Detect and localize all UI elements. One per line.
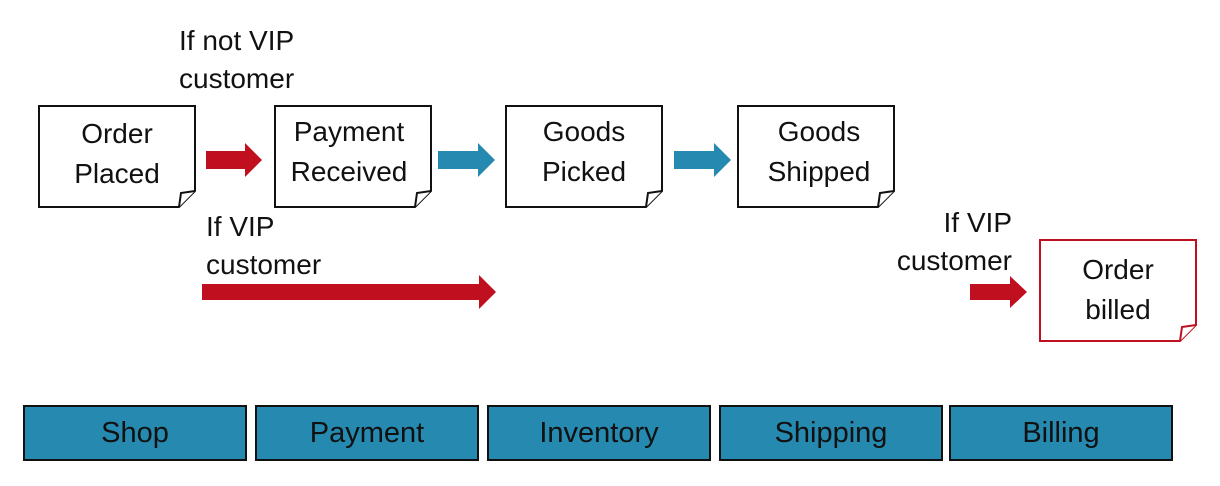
step-line2: Placed	[74, 158, 160, 189]
condition-line2: customer	[896, 245, 1012, 276]
step-goods-picked: Goods Picked	[506, 112, 662, 192]
arrow-vip-billing	[970, 276, 1027, 308]
lane-inventory: Inventory	[487, 405, 711, 461]
condition-line1: If not VIP	[179, 25, 295, 56]
condition-line1: If VIP	[206, 211, 275, 242]
lane-label: Shop	[101, 416, 169, 449]
lane-billing: Billing	[949, 405, 1173, 461]
lane-shipping: Shipping	[719, 405, 943, 461]
arrow-payment-to-picked	[438, 143, 495, 177]
arrow-not-vip	[206, 143, 262, 177]
condition-line2: customer	[179, 63, 295, 94]
lane-payment: Payment	[255, 405, 479, 461]
lane-label: Billing	[1022, 416, 1100, 449]
note-order-placed	[38, 105, 196, 208]
step-line2: Shipped	[767, 156, 871, 187]
condition-line2: customer	[206, 249, 322, 280]
note-order-billed	[1039, 239, 1197, 342]
step-order-billed: Order billed	[1040, 250, 1196, 330]
step-payment-received: Payment Received	[271, 112, 427, 192]
step-goods-shipped: Goods Shipped	[741, 112, 897, 192]
lane-label: Payment	[309, 416, 425, 449]
condition-line1: If VIP	[943, 207, 1012, 238]
step-line1: Order	[81, 118, 153, 149]
arrow-vip-skip	[202, 275, 496, 309]
note-goods-picked	[505, 105, 663, 208]
step-line1: Goods	[777, 116, 861, 147]
lane-label: Shipping	[774, 416, 888, 449]
condition-vip-left: If VIP customer	[206, 208, 321, 284]
step-line2: Received	[290, 156, 408, 187]
note-goods-shipped	[737, 105, 895, 208]
arrow-picked-to-shipped	[674, 143, 731, 177]
step-line1: Goods	[542, 116, 626, 147]
step-line1: Order	[1082, 254, 1154, 285]
condition-not-vip: If not VIP customer	[179, 22, 294, 98]
condition-vip-right: If VIP customer	[877, 204, 1012, 280]
step-line2: Picked	[541, 156, 627, 187]
lane-label: Inventory	[539, 416, 659, 449]
step-line2: billed	[1085, 294, 1151, 325]
lane-shop: Shop	[23, 405, 247, 461]
step-line1: Payment	[293, 116, 405, 147]
step-order-placed: Order Placed	[39, 114, 195, 194]
note-payment-received	[274, 105, 432, 208]
